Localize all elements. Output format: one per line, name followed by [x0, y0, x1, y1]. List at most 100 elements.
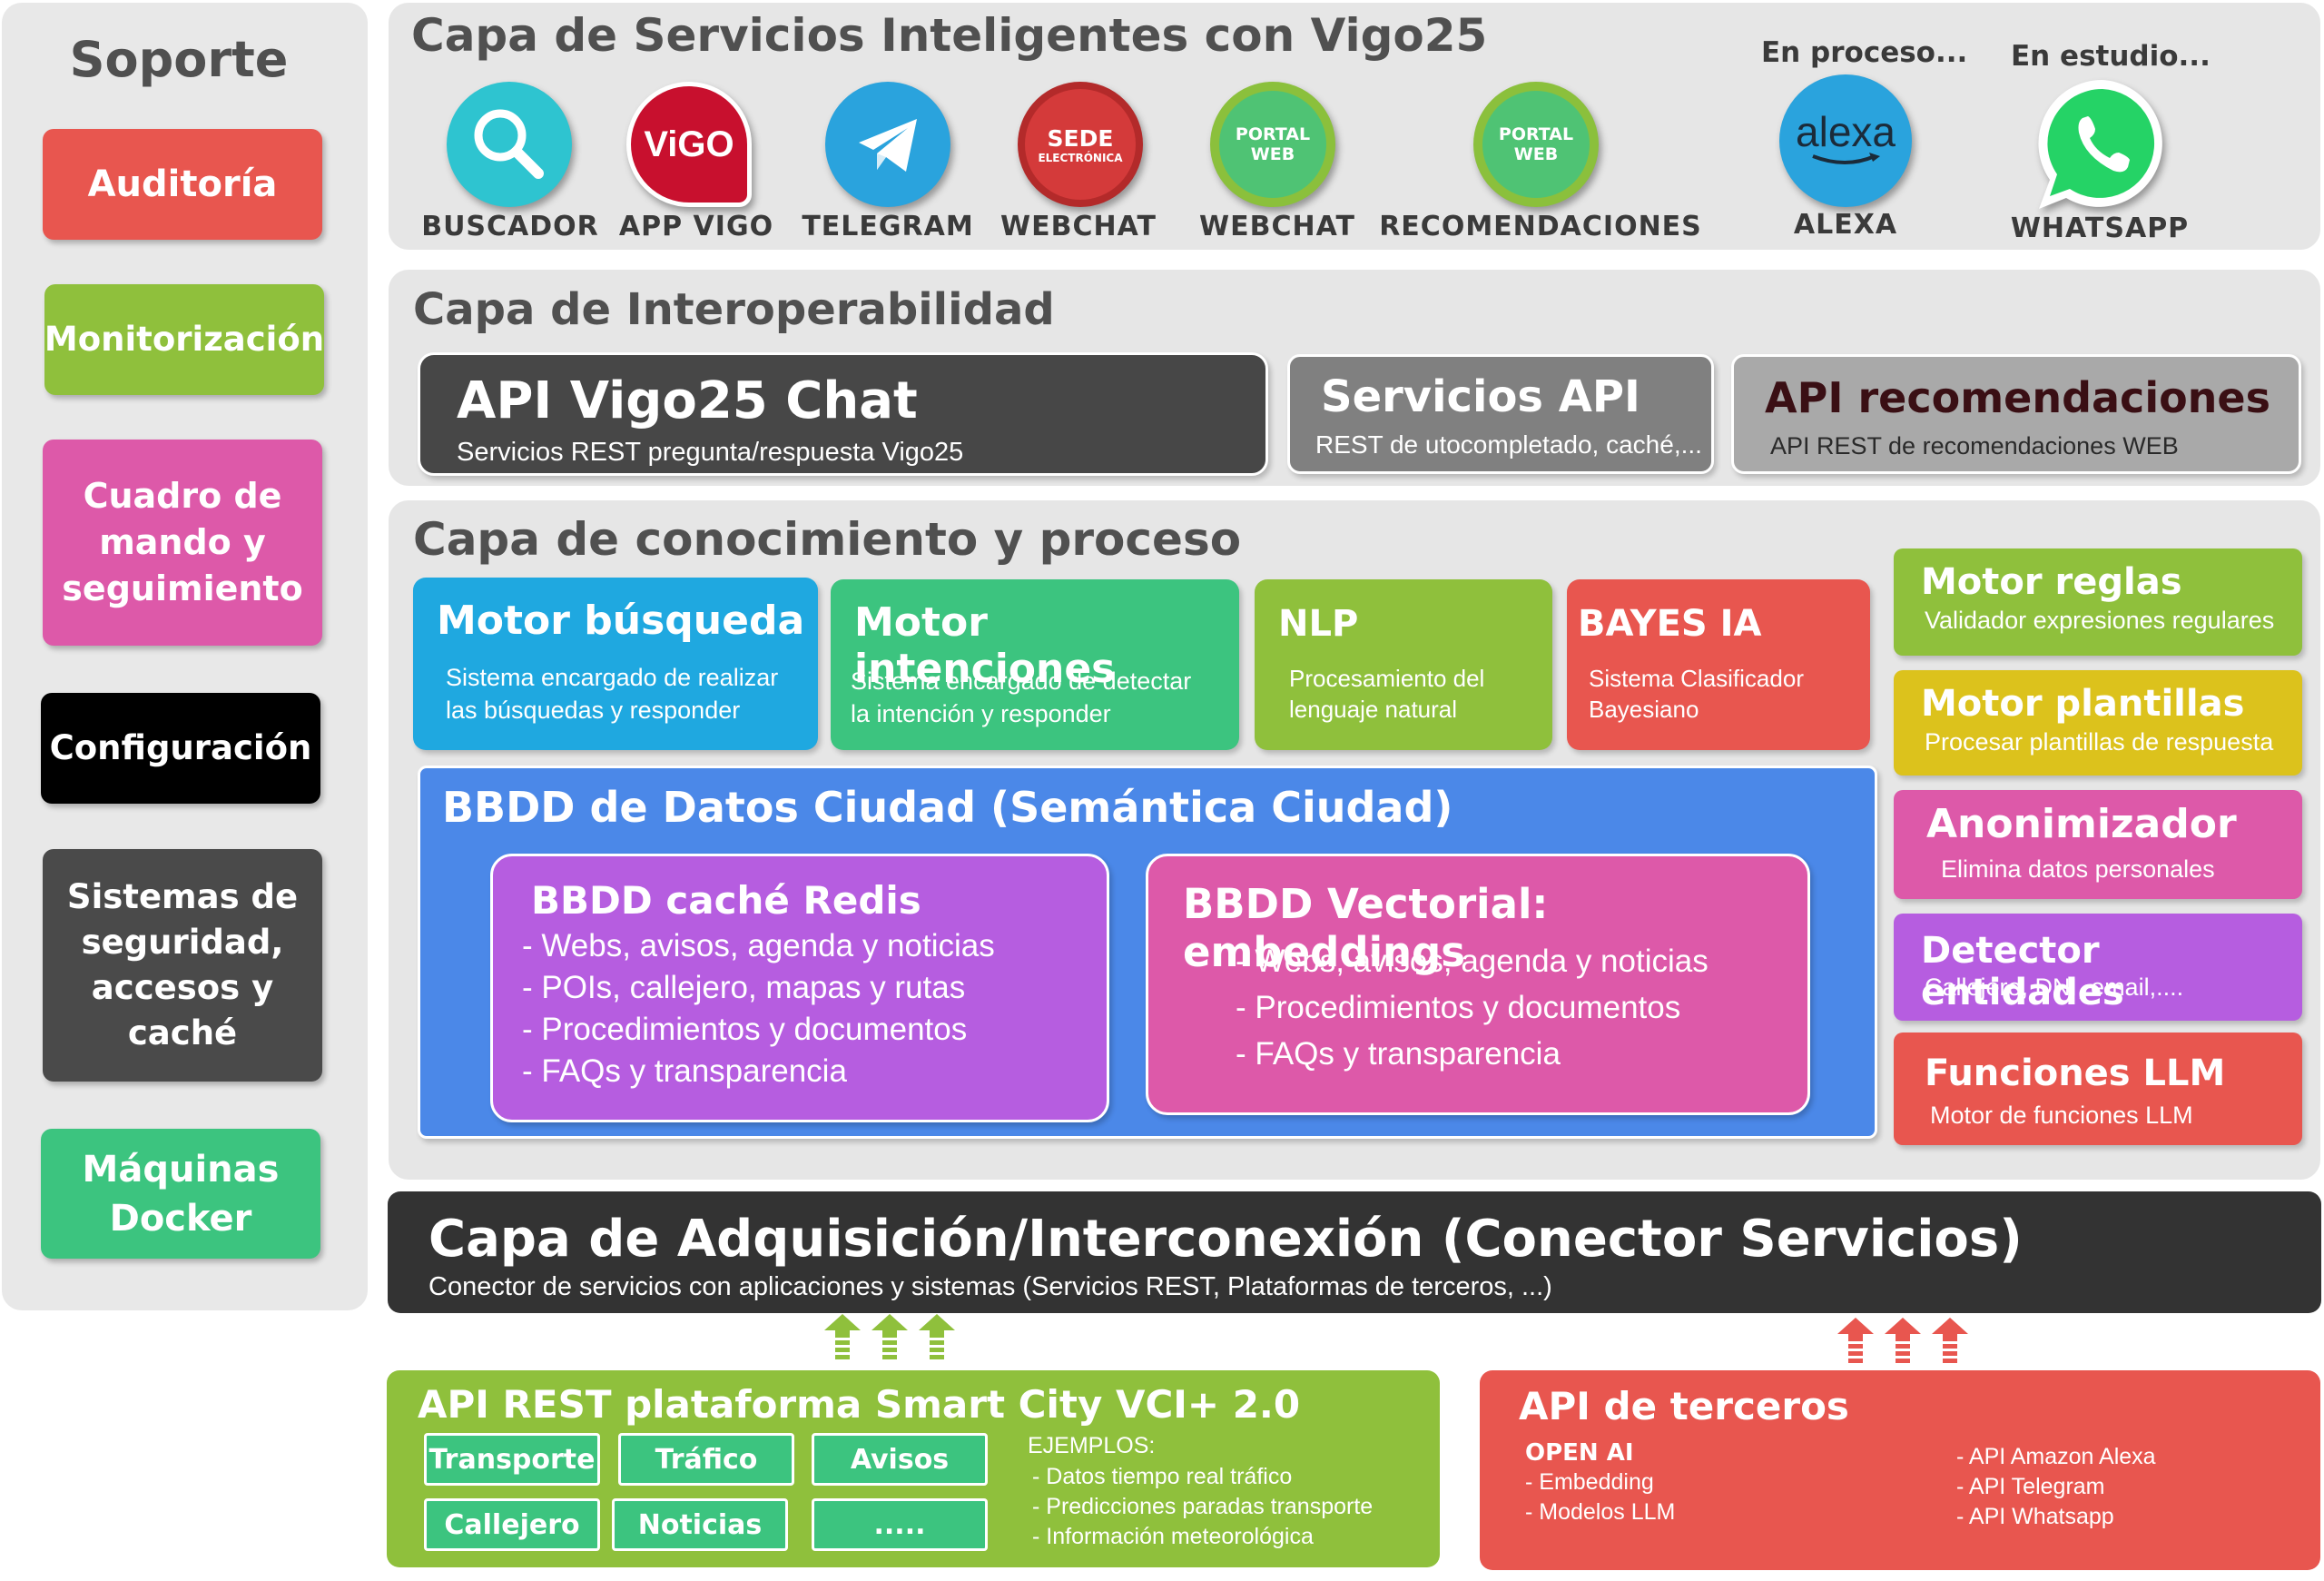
tag-trafico[interactable]: Tráfico — [618, 1433, 794, 1486]
service-label-telegram: TELEGRAM — [802, 211, 974, 242]
motor-busqueda-desc-1: Sistema encargado de realizar — [446, 664, 779, 691]
tag-noticias[interactable]: Noticias — [612, 1498, 788, 1551]
support-item-seguridad-label: Sistemas de seguridad, accesos y caché — [66, 877, 299, 1052]
alexa-service-icon[interactable]: alexa — [1779, 74, 1912, 207]
servicios-api-desc: REST de utocompletado, caché,... — [1315, 430, 1702, 459]
third-party-title: API de terceros — [1519, 1384, 1849, 1428]
api-recomendaciones-desc: API REST de recomendaciones WEB — [1770, 432, 2179, 459]
bbdd-redis-item: - FAQs y transparencia — [522, 1053, 847, 1089]
openai-item: - Modelos LLM — [1525, 1499, 1676, 1525]
service-label-buscador: BUSCADOR — [421, 211, 599, 242]
portal-icon-text-1: PORTAL — [1235, 124, 1311, 144]
bbdd-vectorial-item: - Webs, avisos, agenda y noticias — [1236, 944, 1709, 979]
smartcity-example-item: - Predicciones paradas transporte — [1032, 1494, 1374, 1519]
knowledge-layer-title: Capa de conocimiento y proceso — [413, 513, 1242, 566]
support-item-docker[interactable]: Máquinas Docker — [41, 1129, 320, 1259]
app-vigo-icon[interactable]: ViGO — [626, 82, 752, 207]
motor-plantillas-card[interactable]: Motor plantillas Procesar plantillas de … — [1894, 670, 2302, 776]
bbdd-redis-item: - Procedimientos y documentos — [522, 1012, 968, 1047]
funciones-llm-desc: Motor de funciones LLM — [1930, 1102, 2193, 1129]
support-item-monitorizacion[interactable]: Monitorización — [44, 284, 324, 395]
service-label-app-vigo: APP VIGO — [618, 211, 774, 242]
service-label-whatsapp: WHATSAPP — [2010, 212, 2190, 244]
telegram-service-icon[interactable] — [825, 82, 950, 207]
bbdd-redis-title: BBDD caché Redis — [531, 878, 921, 923]
bayes-ia-card[interactable]: BAYES IA Sistema Clasificador Bayesiano — [1567, 579, 1870, 750]
bbdd-redis-list: - Webs, avisos, agenda y noticias - POIs… — [522, 925, 995, 1092]
support-item-seguridad[interactable]: Sistemas de seguridad, accesos y caché — [43, 849, 322, 1082]
bbdd-vectorial-list: - Webs, avisos, agenda y noticias - Proc… — [1236, 938, 1709, 1077]
portal-web-icon: PORTAL WEB — [1499, 124, 1573, 164]
servicios-api-title: Servicios API — [1321, 371, 1640, 422]
whatsapp-service-icon[interactable] — [2030, 73, 2175, 218]
support-item-auditoria[interactable]: Auditoría — [43, 129, 322, 240]
motor-reglas-card[interactable]: Motor reglas Validador expresiones regul… — [1894, 548, 2302, 656]
motor-plantillas-desc: Procesar plantillas de respuesta — [1925, 728, 2274, 756]
motor-intenciones-card[interactable]: Motor intenciones Sistema encargado de d… — [831, 579, 1239, 750]
api-vigo25-chat-card[interactable]: API Vigo25 Chat Servicios REST pregunta/… — [418, 352, 1268, 476]
anonimizador-title: Anonimizador — [1926, 801, 2237, 847]
api-recomendaciones-card[interactable]: API recomendaciones API REST de recomend… — [1731, 354, 2301, 474]
support-item-cuadro-mando[interactable]: Cuadro de mando y seguimiento — [43, 440, 322, 646]
servicios-api-card[interactable]: Servicios API REST de utocompletado, cac… — [1287, 354, 1714, 474]
portal-web-icon: PORTAL WEB — [1236, 124, 1310, 164]
interop-layer-title: Capa de Interoperabilidad — [413, 284, 1055, 335]
anonimizador-desc: Elimina datos personales — [1941, 855, 2215, 883]
bbdd-redis-item: - POIs, callejero, mapas y rutas — [522, 970, 966, 1005]
portal-icon-text-2: PORTAL — [1498, 124, 1574, 144]
up-arrow-icon — [1885, 1318, 1921, 1363]
anonimizador-card[interactable]: Anonimizador Elimina datos personales — [1894, 790, 2302, 899]
funciones-llm-title: Funciones LLM — [1925, 1052, 2226, 1094]
motor-reglas-desc: Validador expresiones regulares — [1925, 607, 2275, 634]
support-item-cuadro-mando-label: Cuadro de mando y seguimiento — [62, 475, 303, 609]
third-party-api-item: - API Whatsapp — [1956, 1504, 2114, 1529]
openai-list: - Embedding - Modelos LLM — [1525, 1467, 1675, 1527]
motor-plantillas-title: Motor plantillas — [1921, 683, 2245, 725]
bbdd-redis-card[interactable]: BBDD caché Redis - Webs, avisos, agenda … — [490, 854, 1109, 1122]
detector-entidades-desc: Callejero, DNI, email,.... — [1925, 973, 2184, 1001]
tag-more[interactable]: ..... — [812, 1498, 988, 1551]
acquisition-layer-panel — [388, 1191, 2321, 1313]
motor-reglas-title: Motor reglas — [1921, 561, 2182, 603]
funciones-llm-card[interactable]: Funciones LLM Motor de funciones LLM — [1894, 1033, 2302, 1145]
up-arrow-icon — [919, 1314, 955, 1359]
bbdd-vectorial-item: - FAQs y transparencia — [1236, 1036, 1561, 1072]
nlp-card[interactable]: NLP Procesamiento del lenguaje natural — [1255, 579, 1552, 750]
bbdd-redis-item: - Webs, avisos, agenda y noticias — [522, 928, 995, 963]
support-item-docker-label: Máquinas Docker — [82, 1148, 280, 1240]
api-vigo25-chat-title: API Vigo25 Chat — [457, 371, 918, 430]
tag-callejero[interactable]: Callejero — [424, 1498, 600, 1551]
api-recomendaciones-title: API recomendaciones — [1765, 373, 2271, 422]
in-study-label: En estudio... — [2011, 40, 2211, 73]
nlp-desc-2: lenguaje natural — [1289, 696, 1458, 723]
portal-icon-subtext-1: WEB — [1250, 144, 1295, 164]
tag-transporte[interactable]: Transporte — [424, 1433, 600, 1486]
api-vigo25-chat-desc: Servicios REST pregunta/respuesta Vigo25 — [457, 438, 964, 467]
vigo-logo-icon: ViGO — [644, 124, 734, 164]
tag-avisos[interactable]: Avisos — [812, 1433, 988, 1486]
portal-web-service-icon-1[interactable]: PORTAL WEB — [1210, 82, 1335, 207]
smartcity-examples-list: - Datos tiempo real tráfico - Prediccion… — [1032, 1462, 1373, 1552]
motor-intenciones-title: Motor intenciones — [854, 599, 1116, 692]
whatsapp-icon — [2038, 79, 2162, 209]
bayes-ia-desc-2: Bayesiano — [1589, 696, 1699, 723]
nlp-desc-1: Procesamiento del — [1289, 665, 1485, 692]
alexa-smile-icon — [1812, 153, 1880, 164]
up-arrow-icon — [824, 1314, 861, 1359]
motor-intenciones-desc-2: la intención y responder — [851, 700, 1111, 727]
bbdd-vectorial-card[interactable]: BBDD Vectorial: embeddings - Webs, aviso… — [1146, 854, 1810, 1115]
sede-electronica-icon: SEDE ELECTRÓNICA — [1038, 125, 1122, 164]
sede-electronica-service-icon[interactable]: SEDE ELECTRÓNICA — [1018, 82, 1143, 207]
openai-title: OPEN AI — [1525, 1439, 1634, 1467]
service-label-webchat-portal: WEBCHAT — [1199, 211, 1355, 242]
motor-busqueda-card[interactable]: Motor búsqueda Sistema encargado de real… — [413, 578, 818, 750]
third-party-api-item: - API Telegram — [1956, 1474, 2105, 1499]
service-label-webchat-sede: WEBCHAT — [1000, 211, 1157, 242]
motor-intenciones-desc-1: Sistema encargado de detectar — [851, 667, 1192, 695]
detector-entidades-card[interactable]: Detector entidades Callejero, DNI, email… — [1894, 914, 2302, 1021]
buscador-icon[interactable] — [447, 82, 572, 207]
service-label-alexa: ALEXA — [1793, 209, 1898, 241]
support-item-configuracion[interactable]: Configuración — [41, 693, 320, 804]
portal-web-service-icon-2[interactable]: PORTAL WEB — [1473, 82, 1599, 207]
sede-icon-text: SEDE — [1047, 124, 1114, 152]
